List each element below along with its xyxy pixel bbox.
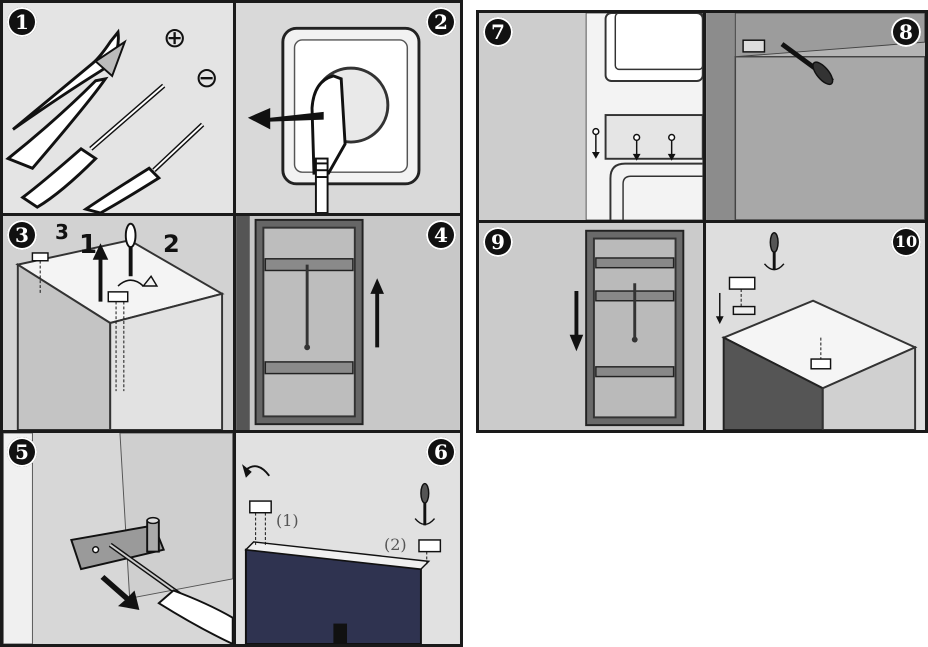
swap-caps-illustration — [236, 433, 460, 644]
step-number: 3 — [7, 220, 37, 250]
lower-door-illustration — [479, 223, 703, 430]
top-screw-illustration — [706, 13, 925, 220]
step-8-top-screw-panel: 8 — [703, 10, 928, 223]
step-number: 7 — [483, 17, 513, 47]
remove-bracket-illustration — [3, 433, 233, 644]
step-5-remove-bracket-panel: 5 — [0, 430, 236, 647]
step-number: 6 — [426, 437, 456, 467]
lift-door-illustration — [236, 216, 460, 430]
unplug-illustration — [236, 3, 460, 213]
minus-symbol: ⊖ — [195, 61, 218, 94]
step-3-hinge-cover-panel: 3 3 1 2 — [0, 213, 236, 433]
callout-1: (1) — [276, 511, 299, 530]
step-2-unplug-panel: 2 — [233, 0, 463, 216]
step-9-lower-door-panel: 9 — [476, 220, 706, 433]
callout-2: (2) — [384, 535, 407, 554]
reattach-hinge-illustration — [706, 223, 925, 430]
hole-covers-illustration — [479, 13, 703, 220]
step-6-swap-caps-panel: 6 (1) (2) — [233, 430, 463, 647]
step-number: 10 — [891, 227, 921, 257]
step-4-lift-door-panel: 4 — [233, 213, 463, 433]
callout-3: 3 — [55, 220, 69, 244]
step-10-reattach-hinge-panel: 10 — [703, 220, 928, 433]
step-number: 1 — [7, 7, 37, 37]
step-1-tools-panel: 1 ⊕ ⊖ — [0, 0, 236, 216]
step-number: 5 — [7, 437, 37, 467]
step-7-hole-covers-panel: 7 — [476, 10, 706, 223]
callout-1: 1 — [79, 230, 97, 260]
step-number: 4 — [426, 220, 456, 250]
step-number: 9 — [483, 227, 513, 257]
hinge-cover-illustration — [3, 216, 233, 430]
plus-symbol: ⊕ — [163, 21, 186, 54]
callout-2: 2 — [163, 230, 180, 258]
step-number: 8 — [891, 17, 921, 47]
tools-illustration — [3, 3, 233, 213]
step-number: 2 — [426, 7, 456, 37]
